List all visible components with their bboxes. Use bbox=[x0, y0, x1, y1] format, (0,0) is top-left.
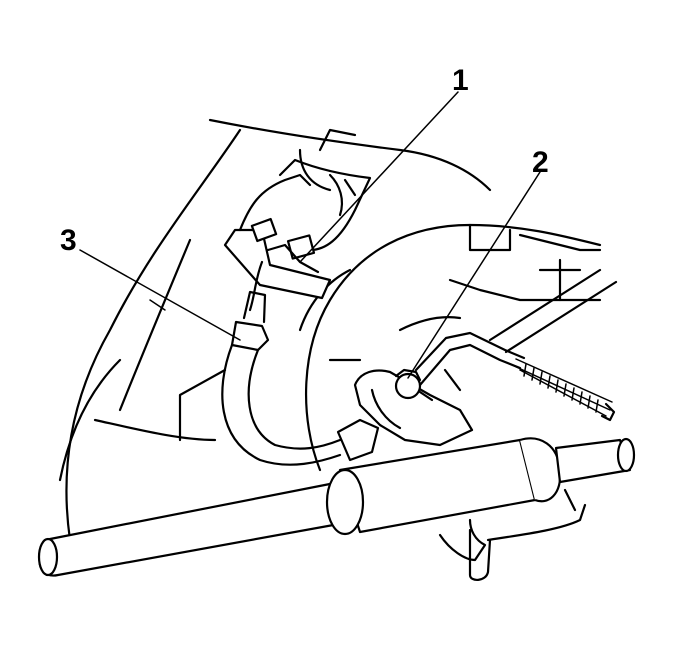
callout-3-label: 3 bbox=[60, 224, 77, 257]
caliper-bracket bbox=[353, 368, 474, 447]
brake-hose bbox=[221, 290, 380, 466]
frame-structure bbox=[58, 118, 492, 542]
steering-knuckle bbox=[298, 223, 602, 472]
callout-1-label: 1 bbox=[452, 64, 469, 97]
hose-bracket bbox=[223, 158, 372, 312]
callout-2-label: 2 bbox=[532, 146, 549, 179]
callout-leaders bbox=[79, 91, 541, 379]
brake-line bbox=[414, 268, 618, 422]
stabilizer-bar bbox=[37, 437, 636, 581]
